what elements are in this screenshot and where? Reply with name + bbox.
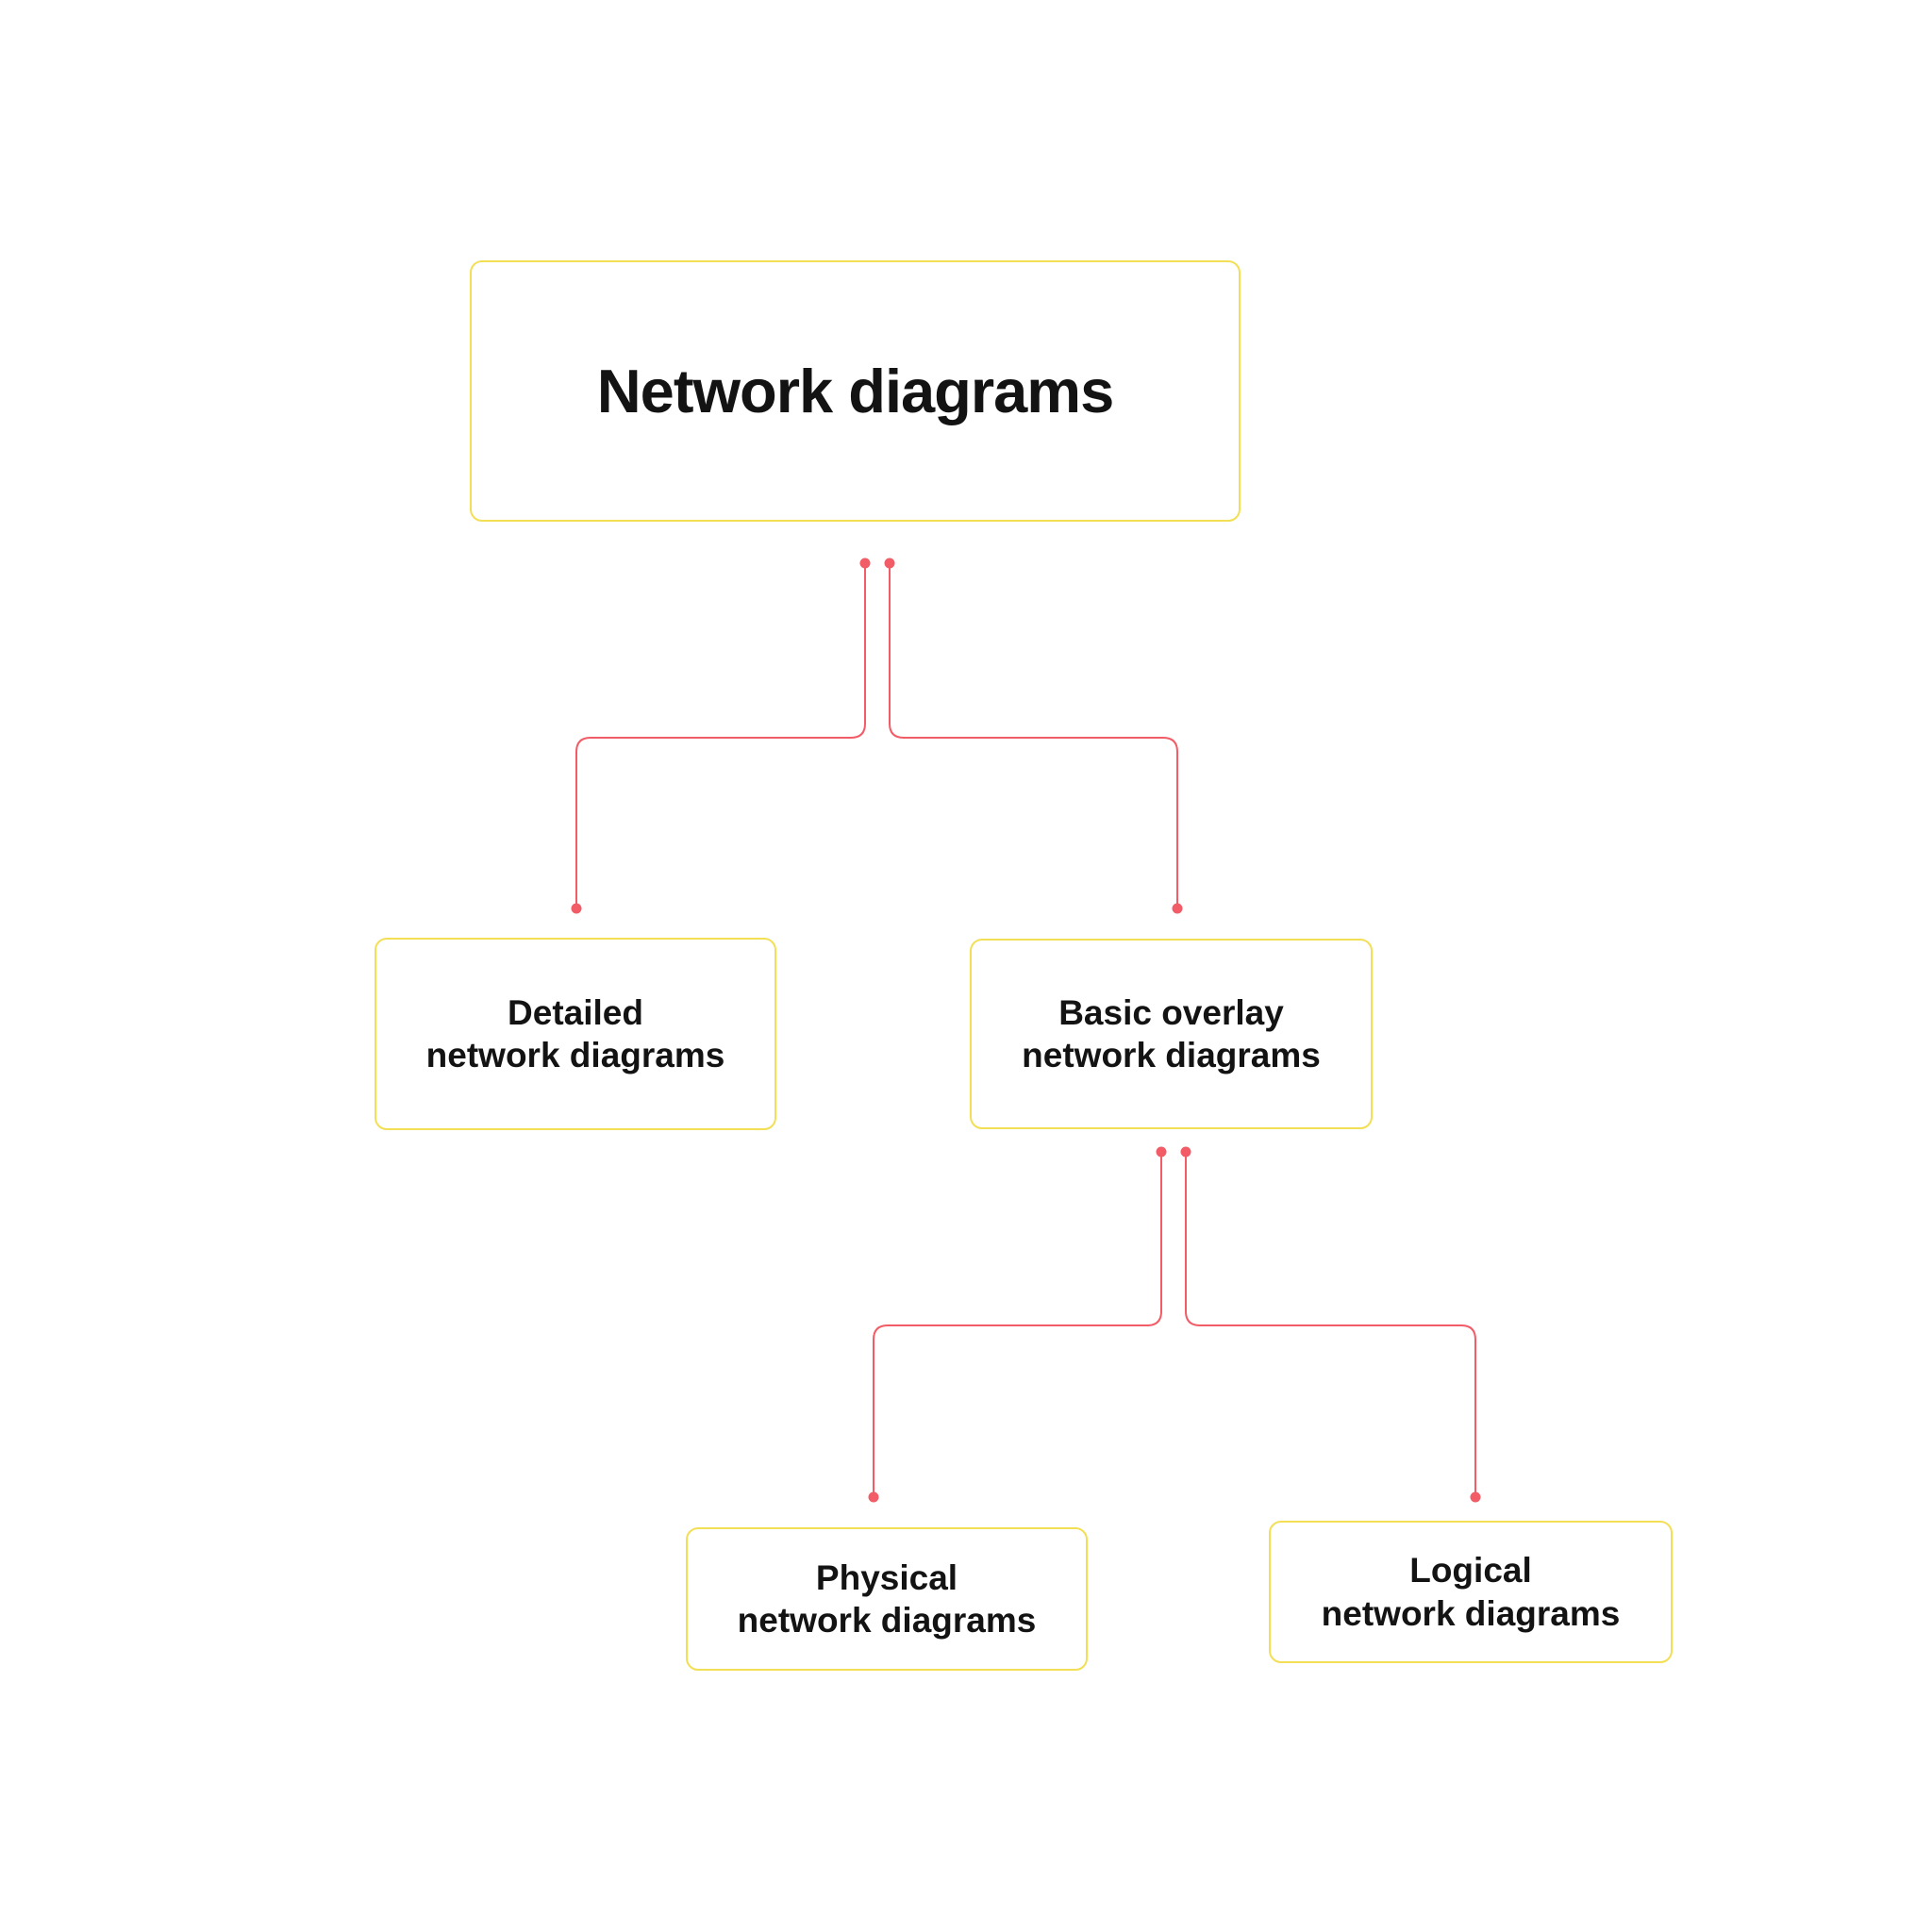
connector-root-detailed xyxy=(571,558,871,914)
connector-endpoint-dot xyxy=(1470,1491,1481,1503)
node-logical-network-diagrams-label: Logical network diagrams xyxy=(1321,1551,1621,1633)
connector-line xyxy=(889,563,1178,908)
connector-endpoint-dot xyxy=(571,903,582,914)
node-logical-network-diagrams[interactable]: Logical network diagrams xyxy=(1269,1521,1673,1663)
connector-endpoint-dot xyxy=(1172,903,1183,914)
node-physical-network-diagrams-label: Physical network diagrams xyxy=(737,1557,1037,1640)
connector-basic-logical xyxy=(1180,1146,1481,1503)
connector-root-basic xyxy=(884,558,1183,914)
node-detailed-network-diagrams-label: Detailed network diagrams xyxy=(425,992,725,1074)
node-basic-overlay-network-diagrams-label: Basic overlay network diagrams xyxy=(1022,992,1321,1074)
connector-endpoint-dot xyxy=(859,558,871,569)
connector-line xyxy=(575,563,866,908)
node-basic-overlay-network-diagrams[interactable]: Basic overlay network diagrams xyxy=(970,939,1373,1129)
connector-endpoint-dot xyxy=(1180,1146,1191,1158)
connector-endpoint-dot xyxy=(868,1491,879,1503)
connector-endpoint-dot xyxy=(1156,1146,1167,1158)
node-network-diagrams-label: Network diagrams xyxy=(596,356,1115,425)
connector-line xyxy=(1185,1152,1476,1497)
node-network-diagrams[interactable]: Network diagrams xyxy=(470,260,1241,522)
connector-endpoint-dot xyxy=(884,558,895,569)
connector-basic-physical xyxy=(868,1146,1167,1503)
node-physical-network-diagrams[interactable]: Physical network diagrams xyxy=(686,1527,1088,1671)
connector-line xyxy=(873,1152,1162,1497)
node-detailed-network-diagrams[interactable]: Detailed network diagrams xyxy=(375,938,776,1130)
